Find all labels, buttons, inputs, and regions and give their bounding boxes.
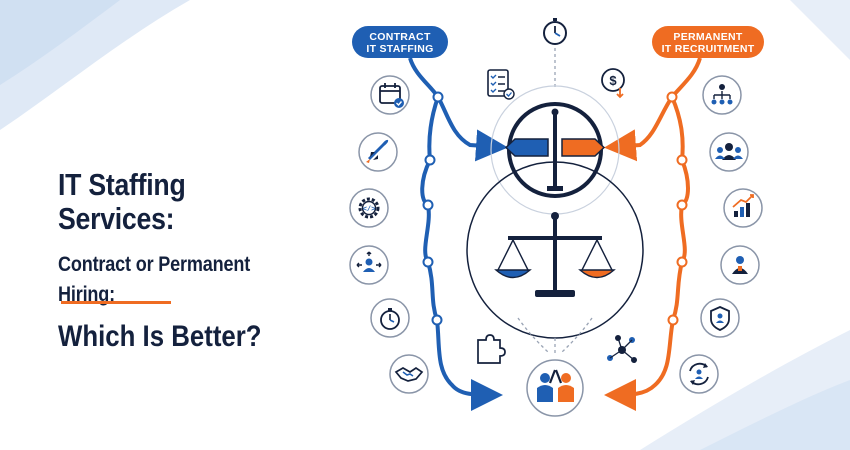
svg-text:$: $ (609, 73, 617, 88)
checklist-icon (487, 69, 515, 100)
growth-chart-icon (723, 188, 763, 228)
permanent-node (666, 91, 678, 103)
team-icon (709, 132, 749, 172)
balance-scale-icon (494, 212, 616, 297)
comparison-infographic: CONTRACT IT STAFFING PERMANENT IT RECRUI… (349, 18, 764, 417)
puzzle-icon (477, 334, 506, 364)
headline-underline (61, 301, 171, 304)
permanent-flow-line (604, 57, 702, 162)
calendar-check-icon (370, 75, 410, 115)
contract-label-line-1: CONTRACT (369, 31, 431, 43)
headline-line-1: IT Staffing Services: (58, 167, 186, 236)
headline-line-3: Which Is Better? (58, 320, 262, 353)
employee-badge-icon (720, 245, 760, 285)
high-five-icon (526, 359, 584, 417)
permanent-recruitment-label: PERMANENT IT RECRUITMENT (652, 26, 764, 58)
handshake-icon (389, 354, 429, 394)
svg-text:</>: </> (363, 206, 376, 214)
contract-node (424, 154, 436, 166)
retention-cycle-icon (679, 354, 719, 394)
permanent-node (667, 314, 679, 326)
code-gear-icon: </> (349, 188, 389, 228)
headline: IT Staffing Services: Contract or Perman… (58, 168, 290, 354)
contract-node (432, 91, 444, 103)
contract-node (422, 199, 434, 211)
contract-label-line-2: IT STAFFING (366, 43, 433, 55)
permanent-label-line-1: PERMANENT (673, 31, 742, 43)
org-chart-icon (702, 75, 742, 115)
permanent-node (676, 154, 688, 166)
contract-staffing-label: CONTRACT IT STAFFING (352, 26, 448, 58)
contract-node (431, 314, 443, 326)
stopwatch-icon (370, 298, 410, 338)
contract-flow-line (408, 57, 508, 162)
permanent-node (676, 256, 688, 268)
signpost-icon (504, 102, 606, 198)
scaling-person-icon (349, 245, 389, 285)
contract-node (422, 256, 434, 268)
permanent-node (676, 199, 688, 211)
dollar-icon: $ (601, 68, 625, 99)
rocket-icon (358, 132, 398, 172)
clock-icon (543, 18, 567, 45)
shield-person-icon (700, 298, 740, 338)
permanent-label-line-2: IT RECRUITMENT (662, 43, 755, 55)
network-icon (607, 335, 637, 363)
headline-line-2: Contract or Permanent Hiring: (58, 253, 251, 306)
